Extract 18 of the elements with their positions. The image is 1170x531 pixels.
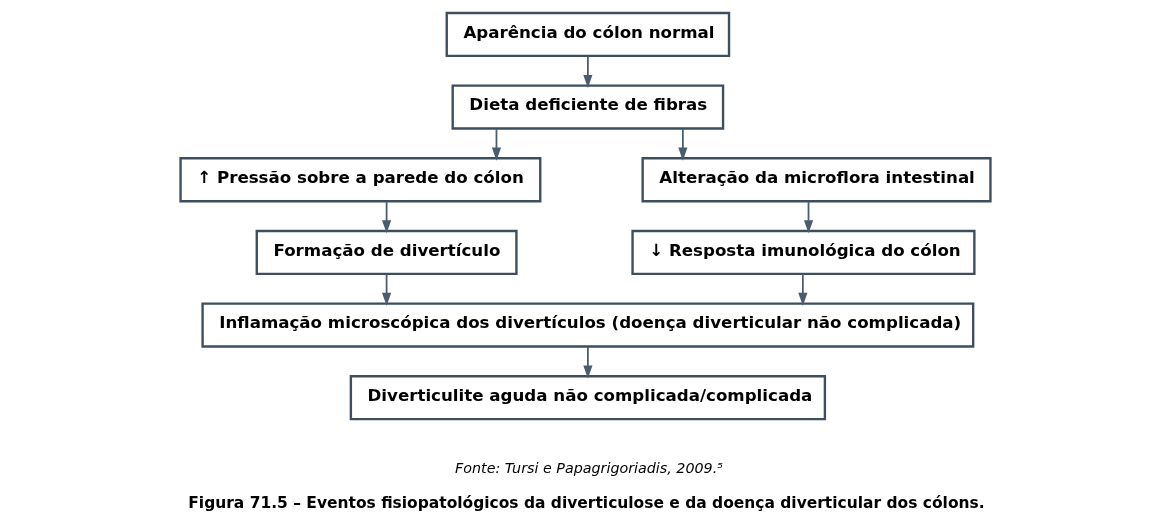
node-box: Alteração da microflora intestinal [640, 157, 992, 203]
arrow [803, 200, 813, 234]
caption: Figura 71.5 – Eventos fisiopatológicos da diverticulose e da doença diverticular dos cólons. [187, 493, 985, 512]
node-box: ↓ Resposta imunológica do cólon [630, 229, 976, 276]
node-box: Dieta deficiente de fibras [451, 84, 724, 130]
node-box: ↑ Pressão sobre a parede do cólon [178, 157, 541, 203]
arrow [381, 273, 391, 306]
arrow [582, 55, 592, 88]
arrow [797, 273, 807, 306]
label: Fonte: Tursi e Papagrigoriadis, 2009.⁵ [454, 459, 723, 476]
arrow [582, 345, 592, 379]
arrow [381, 200, 391, 234]
node-box: Inflamação microscópica dos divertículos (doença diverticular não complicada) [200, 302, 974, 348]
node-box: Formação de divertículo [255, 229, 518, 276]
node-box: Diverticulite aguda não complicada/complicada [349, 375, 826, 421]
arrow [491, 128, 501, 161]
arrow [677, 128, 687, 161]
node-box: Aparência do cólon normal [445, 11, 730, 58]
